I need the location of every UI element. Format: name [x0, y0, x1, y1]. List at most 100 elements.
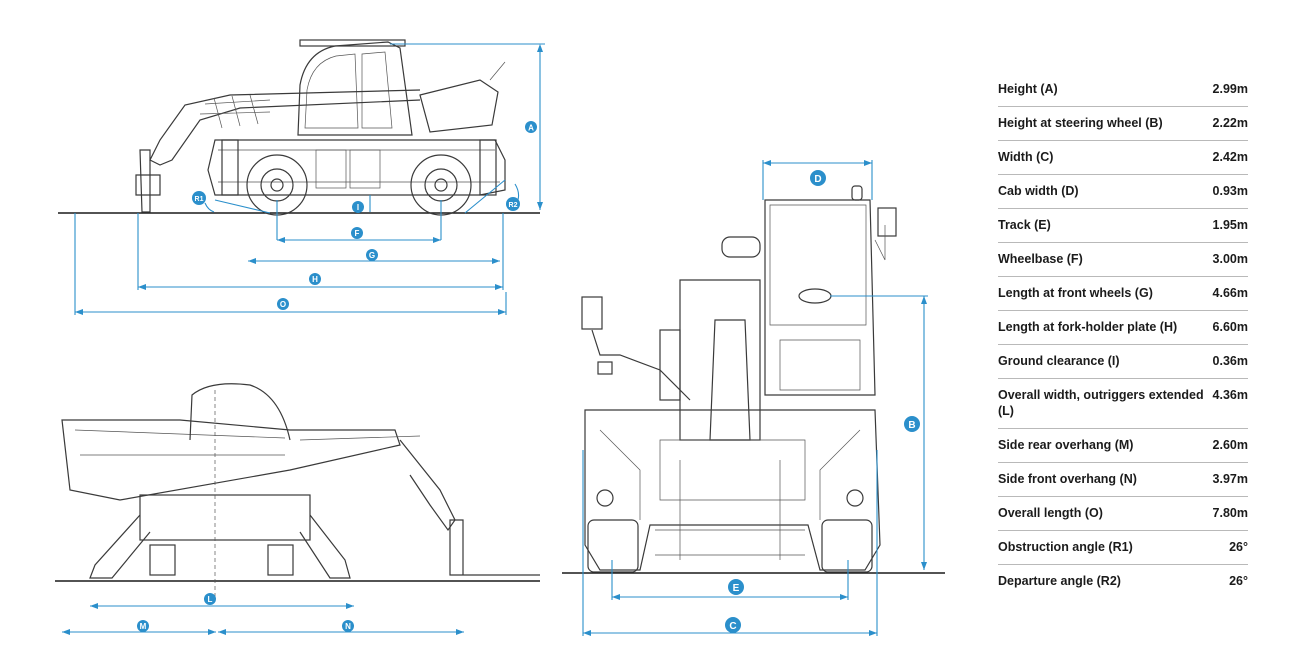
- svg-text:A: A: [528, 124, 534, 133]
- spec-value: 2.99m: [1212, 73, 1248, 107]
- spec-value: 26°: [1213, 565, 1248, 599]
- svg-text:O: O: [280, 300, 286, 309]
- badge-M: M: [137, 620, 149, 632]
- spec-value: 4.66m: [1212, 276, 1248, 311]
- spec-value: 0.36m: [1212, 344, 1248, 379]
- badge-C: C: [725, 617, 741, 633]
- spec-label: Wheelbase (F): [998, 242, 1213, 277]
- badge-O: O: [277, 298, 289, 310]
- spec-value-text: 3.97m: [1212, 472, 1248, 486]
- spec-label-text: Wheelbase (F): [998, 252, 1083, 266]
- spec-label-text: Departure angle (R2): [998, 574, 1121, 588]
- spec-label-text: Length at fork-holder plate (H): [998, 320, 1178, 334]
- spec-label: Side front overhang (N): [998, 462, 1213, 497]
- badge-I: I: [352, 201, 364, 213]
- spec-row: Height (A) 2.99m: [998, 73, 1248, 107]
- svg-text:L: L: [208, 595, 213, 604]
- badge-A: A: [525, 121, 537, 133]
- badge-F: F: [351, 227, 363, 239]
- spec-label: Height at steering wheel (B): [998, 106, 1213, 141]
- spec-label-text: Length at front wheels (G): [998, 286, 1153, 300]
- spec-label: Departure angle (R2): [998, 565, 1213, 599]
- badge-N: N: [342, 620, 354, 632]
- spec-row: Length at front wheels (G) 4.66m: [998, 276, 1248, 311]
- spec-value-text: 0.93m: [1212, 184, 1248, 198]
- spec-label: Length at front wheels (G): [998, 276, 1213, 311]
- spec-value-text: 3.00m: [1212, 252, 1248, 266]
- spec-label-text: Height at steering wheel (B): [998, 116, 1163, 130]
- spec-row: Height at steering wheel (B) 2.22m: [998, 106, 1248, 141]
- badge-R1: R1: [192, 191, 206, 205]
- svg-text:B: B: [908, 420, 915, 431]
- spec-value-text: 2.22m: [1212, 116, 1248, 130]
- svg-text:E: E: [733, 583, 740, 594]
- spec-value-text: 26°: [1229, 574, 1248, 588]
- spec-value: 4.36m: [1212, 378, 1248, 429]
- svg-text:R2: R2: [509, 202, 518, 209]
- spec-label-text: Side front overhang (N): [998, 472, 1137, 486]
- outrigger-dimension-lines: [62, 603, 464, 635]
- spec-value-text: 2.60m: [1212, 438, 1248, 452]
- spec-label: Ground clearance (I): [998, 344, 1213, 379]
- spec-label-text: Ground clearance (I): [998, 354, 1120, 368]
- spec-value: 2.22m: [1212, 106, 1248, 141]
- spec-label: Overall length (O): [998, 496, 1213, 531]
- front-machine-outline: [581, 185, 897, 573]
- spec-value: 7.80m: [1212, 496, 1248, 531]
- spec-label: Overall width, outriggers extended (L): [998, 378, 1213, 429]
- spec-label-text: Track (E): [998, 218, 1051, 232]
- spec-value-text: 2.42m: [1212, 150, 1248, 164]
- spec-value: 3.97m: [1212, 462, 1248, 497]
- spec-value: 2.42m: [1212, 140, 1248, 175]
- svg-text:D: D: [814, 174, 821, 185]
- outrigger-machine-outline: [61, 383, 540, 600]
- spec-row: Departure angle (R2) 26°: [998, 565, 1248, 599]
- badge-E: E: [728, 579, 744, 595]
- spec-value-text: 0.36m: [1212, 354, 1248, 368]
- spec-row: Wheelbase (F) 3.00m: [998, 242, 1248, 277]
- spec-label-text: Obstruction angle (R1): [998, 540, 1133, 554]
- spec-row: Overall width, outriggers extended (L) 4.…: [998, 378, 1248, 429]
- front-view: D B E C: [562, 160, 945, 636]
- spec-label-text: Overall length (O): [998, 506, 1103, 520]
- spec-value-text: 2.99m: [1212, 82, 1248, 96]
- svg-text:H: H: [312, 275, 318, 284]
- spec-row: Length at fork-holder plate (H) 6.60m: [998, 310, 1248, 345]
- spec-value-text: 1.95m: [1212, 218, 1248, 232]
- spec-label: Length at fork-holder plate (H): [998, 310, 1213, 345]
- spec-value: 26°: [1212, 530, 1248, 565]
- svg-text:C: C: [729, 621, 736, 632]
- badge-R2: R2: [506, 197, 520, 211]
- spec-row: Obstruction angle (R1) 26°: [998, 530, 1248, 565]
- spec-value: 3.00m: [1212, 242, 1248, 277]
- spec-label: Height (A): [998, 73, 1213, 107]
- svg-text:N: N: [345, 622, 351, 631]
- badge-D: D: [810, 170, 826, 186]
- spec-label-text: Height (A): [998, 82, 1058, 96]
- spec-label: Track (E): [998, 208, 1213, 243]
- badge-L: L: [204, 593, 216, 605]
- dimension-diagram: A R1 R2 I F G H O: [55, 39, 945, 636]
- spec-row: Ground clearance (I) 0.36m: [998, 344, 1248, 379]
- spec-value-text: 4.66m: [1212, 286, 1248, 300]
- spec-row: Cab width (D)0.93m: [998, 174, 1248, 209]
- svg-text:R1: R1: [195, 196, 204, 203]
- spec-row: Width (C) 2.42m: [998, 140, 1248, 175]
- spec-label: Side rear overhang (M): [998, 428, 1213, 463]
- svg-text:G: G: [369, 251, 375, 260]
- spec-label-text: Overall width, outriggers extended (L): [998, 388, 1204, 418]
- spec-value-text: 6.60m: [1212, 320, 1248, 334]
- front-dimension-lines: [582, 160, 928, 636]
- spec-row: Side rear overhang (M)2.60m: [998, 428, 1248, 463]
- spec-value: 2.60m: [1212, 428, 1248, 463]
- side-view: A R1 R2 I F G H O: [58, 39, 545, 315]
- outrigger-view: L M N: [55, 383, 540, 635]
- spec-label: Cab width (D): [998, 174, 1213, 209]
- spec-row: Track (E) 1.95m: [998, 208, 1248, 243]
- side-machine-outline: [135, 39, 506, 216]
- badge-G: G: [366, 249, 378, 261]
- svg-text:M: M: [140, 622, 147, 631]
- spec-value-text: 26°: [1229, 540, 1248, 554]
- spec-label-text: Width (C): [998, 150, 1054, 164]
